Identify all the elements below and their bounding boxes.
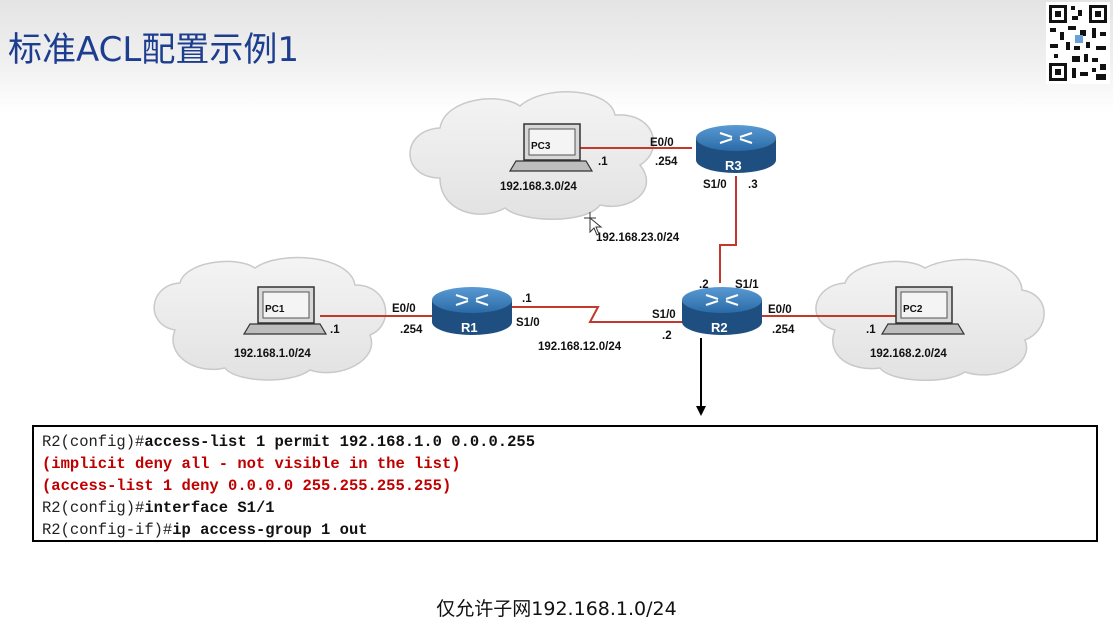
slide-footer-note: 仅允许子网192.168.1.0/24 [436,598,677,620]
router-r1-label: R1 [461,320,478,335]
r1-s10-addr: .1 [522,293,532,305]
slide-title: 标准ACL配置示例1 [8,30,299,70]
network-topology-diagram: R1 R2 R3 PC1 PC2 PC3 192 [153,91,1045,416]
r2-s11-label: S1/1 [735,279,759,291]
links [320,147,920,323]
config-line-4: R2(config)#interface S1/1 [42,497,1096,519]
config-command: ip access-group 1 out [172,521,368,539]
router-r3: R3 [696,125,776,173]
router-r2: R2 [682,287,762,335]
net-lan2-label: 192.168.2.0/24 [870,348,947,360]
r2-e00-addr: .254 [772,324,795,336]
pc3-label: PC3 [531,141,551,152]
mouse-cursor-icon [584,212,603,236]
router-r1: R1 [432,287,512,335]
pc3-icon: PC3 [508,123,594,172]
link-r2-r3-serial [719,176,737,283]
config-prompt: R2(config)# [42,433,145,451]
pc2-host-addr: .1 [866,324,876,336]
config-line-1: R2(config)#access-list 1 permit 192.168.… [42,431,1096,453]
pc2-icon: PC2 [880,286,966,335]
config-prompt: R2(config)# [42,499,145,517]
r2-s10-addr: .2 [662,330,672,342]
pc1-label: PC1 [265,304,285,315]
net-lan1-label: 192.168.1.0/24 [234,348,311,360]
config-line-5: R2(config-if)#ip access-group 1 out [42,519,1096,541]
r1-e00-label: E0/0 [392,303,416,315]
r2-e00-label: E0/0 [768,304,792,316]
pc1-icon: PC1 [242,286,328,335]
pointer-arrow [696,338,706,416]
router-r3-label: R3 [725,158,742,173]
r2-s10-label: S1/0 [652,309,676,321]
pc2-label: PC2 [903,304,923,315]
config-command: access-list 1 permit 192.168.1.0 0.0.0.2… [144,433,535,451]
net-23-label: 192.168.23.0/24 [596,232,680,244]
config-box: R2(config)#access-list 1 permit 192.168.… [32,425,1098,542]
net-lan3-label: 192.168.3.0/24 [500,181,577,193]
config-prompt: R2(config-if)# [42,521,173,539]
net-12-label: 192.168.12.0/24 [538,341,622,353]
r1-s10-label: S1/0 [516,317,540,329]
pc3-host-addr: .1 [598,156,608,168]
r1-e00-addr: .254 [400,324,423,336]
config-line-2: (implicit deny all - not visible in the … [42,455,461,473]
config-line-3: (access-list 1 deny 0.0.0.0 255.255.255.… [42,477,452,495]
r3-e00-addr: .254 [655,156,678,168]
r3-s10-addr: .3 [748,179,758,191]
qr-code-icon [1046,2,1110,84]
router-r2-label: R2 [711,320,728,335]
config-command: interface S1/1 [144,499,275,517]
r3-e00-label: E0/0 [650,137,674,149]
r3-s10-label: S1/0 [703,179,727,191]
r2-s11-addr: .2 [699,279,709,291]
link-r1-r2-serial [510,306,684,323]
pc1-host-addr: .1 [330,324,340,336]
